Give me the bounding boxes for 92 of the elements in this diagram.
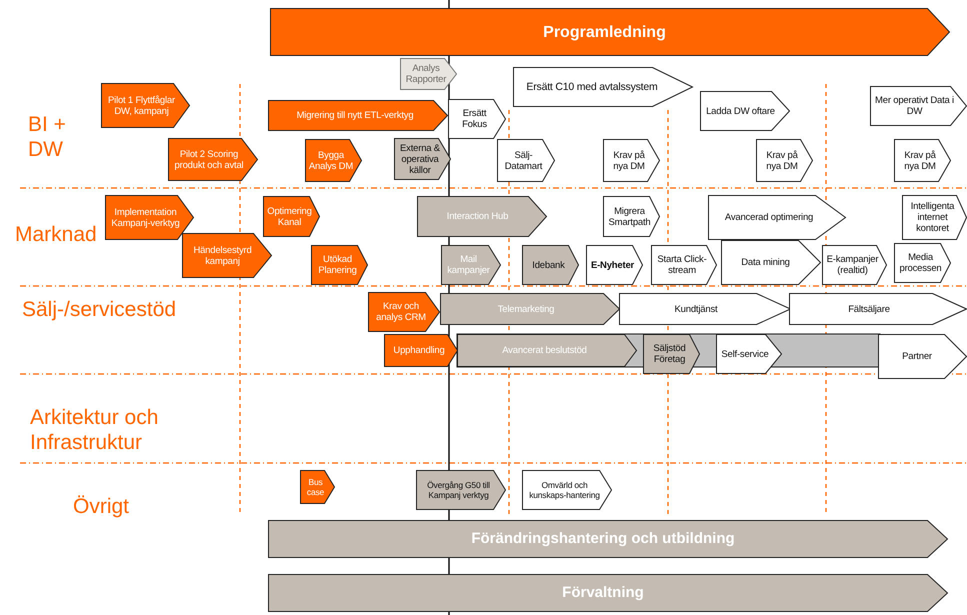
chevron-shape	[416, 470, 506, 510]
chevron-label: Övergång G50 till Kampanj verktyg	[426, 479, 491, 502]
chevron-label: Händelsestyrd kampanj	[192, 244, 253, 268]
chevron-shape	[263, 196, 320, 237]
chevron-label: Fältsäljare	[847, 302, 891, 316]
chevron-shape	[513, 67, 693, 107]
chevron-shape	[700, 91, 790, 131]
chevron-shape	[394, 138, 451, 180]
chevron-shape	[894, 243, 951, 283]
chevron-shape	[789, 293, 967, 325]
chevron-shape	[400, 58, 457, 90]
chevron-shape	[870, 86, 967, 126]
chevron-shape	[101, 83, 190, 128]
chevron-label: Migrera Smartpath	[607, 204, 652, 230]
band-title: Förändringshantering och utbildning	[470, 529, 736, 549]
chevron-label: Partner	[901, 350, 933, 364]
chevron-shape	[822, 245, 887, 285]
program-band	[268, 520, 948, 558]
chevron-label: Krav och analys CRM	[375, 300, 427, 325]
chevron-label: Idebank	[531, 258, 566, 272]
row-heading: Arkitektur och Infrastruktur	[30, 405, 160, 455]
chevron-shape	[441, 245, 501, 285]
program-band	[270, 8, 950, 56]
chevron-shape	[448, 99, 506, 139]
chevron-label: Implementation Kampanj-verktyg	[110, 206, 181, 230]
row-heading: Övrigt	[73, 494, 130, 519]
chevron-label: Krav på nya DM	[765, 148, 799, 174]
chevron-label: Externa & operativa källor	[399, 142, 441, 178]
chevron-shape	[716, 334, 782, 374]
row-heading: BI + DW	[28, 112, 67, 162]
band-title: Förvaltning	[561, 583, 645, 603]
chevron-shape	[384, 334, 458, 367]
chevron-label: Säljstöd Företag	[652, 342, 687, 367]
chevron-shape	[643, 334, 700, 374]
chevron-shape	[311, 245, 368, 285]
chevron-shape	[105, 195, 194, 240]
chevron-shape	[756, 139, 813, 182]
chevron-shape	[497, 139, 555, 182]
chevron-label: Upphandling	[392, 344, 446, 358]
chevron-label: Telemarketing	[496, 302, 556, 316]
chevron-label: Mail kampanjer	[446, 253, 491, 278]
chevron-label: Pilot 1 Flyttfåglar DW, kampanj	[107, 94, 176, 118]
chevron-shape	[603, 196, 660, 237]
chevron-shape	[522, 245, 579, 285]
chevron-label: Avancerat beslutstöd	[501, 344, 588, 358]
chevron-label: E-kampanjer (realtid)	[826, 253, 880, 278]
chevron-label: Media processen	[898, 251, 943, 276]
chevron-label: Kundtjänst	[674, 302, 718, 316]
chevron-label: Bygga Analys DM	[308, 148, 354, 174]
chevron-label: Ersätt Fokus	[461, 107, 488, 132]
chevron-label: E-Nyheter	[590, 258, 636, 272]
chevron-shape	[368, 292, 440, 332]
chevron-shape	[586, 245, 643, 285]
chevron-label: Krav på nya DM	[903, 148, 937, 174]
chevron-label: Analys Rapporter	[404, 62, 448, 87]
chevron-shape	[894, 139, 951, 182]
chevron-shape	[878, 334, 967, 379]
chevron-label: Pilot 2 Scoring produkt och avtal	[174, 148, 244, 172]
chevron-shape	[603, 139, 660, 182]
chevron-label: Migrering till nytt ETL-verktyg	[296, 109, 414, 123]
chevron-label: Ladda DW oftare	[705, 104, 776, 118]
chevron-label: Interaction Hub	[446, 210, 510, 224]
chevron-shape	[300, 470, 335, 504]
chevron-shape	[168, 138, 258, 181]
chevron-shape	[417, 196, 547, 237]
chevron-label: Krav på nya DM	[612, 148, 646, 174]
row-heading: Sälj-/servicestöd	[22, 297, 178, 322]
chevron-label: Self-service	[720, 348, 770, 362]
chevron-shape	[902, 195, 967, 240]
chevron-label: Data mining	[740, 256, 791, 270]
chevron-shape	[522, 470, 612, 510]
chevron-shape	[619, 293, 791, 325]
chevron-label: Bus case	[306, 476, 326, 499]
chevron-label: Utökad Planering	[317, 253, 358, 278]
chevron-label: Avancerad optimering	[724, 211, 814, 225]
program-band	[268, 574, 948, 612]
chevron-shape	[457, 334, 637, 367]
chevron-label: Omvärld och kunskaps-hantering	[528, 479, 601, 502]
chevron-label: Optimering Kanal	[266, 204, 313, 230]
chevron-shape	[182, 233, 272, 278]
chevron-shape	[721, 240, 821, 285]
chevron-label: Ersätt C10 med avtalssystem	[525, 80, 659, 95]
chevron-label: Starta Click-stream	[656, 253, 708, 278]
chevron-shape	[268, 100, 448, 131]
band-title: Programledning	[542, 22, 667, 42]
chevron-shape	[440, 293, 620, 325]
chevron-shape	[305, 139, 362, 182]
chevron-shape	[651, 245, 717, 285]
chevron-label: Sälj-Datamart	[504, 148, 544, 174]
chevron-label: Mer operativt Data i DW	[874, 94, 955, 119]
chevron-label: Intelligenta internet kontoret	[910, 200, 956, 236]
chevron-shape	[708, 195, 846, 240]
